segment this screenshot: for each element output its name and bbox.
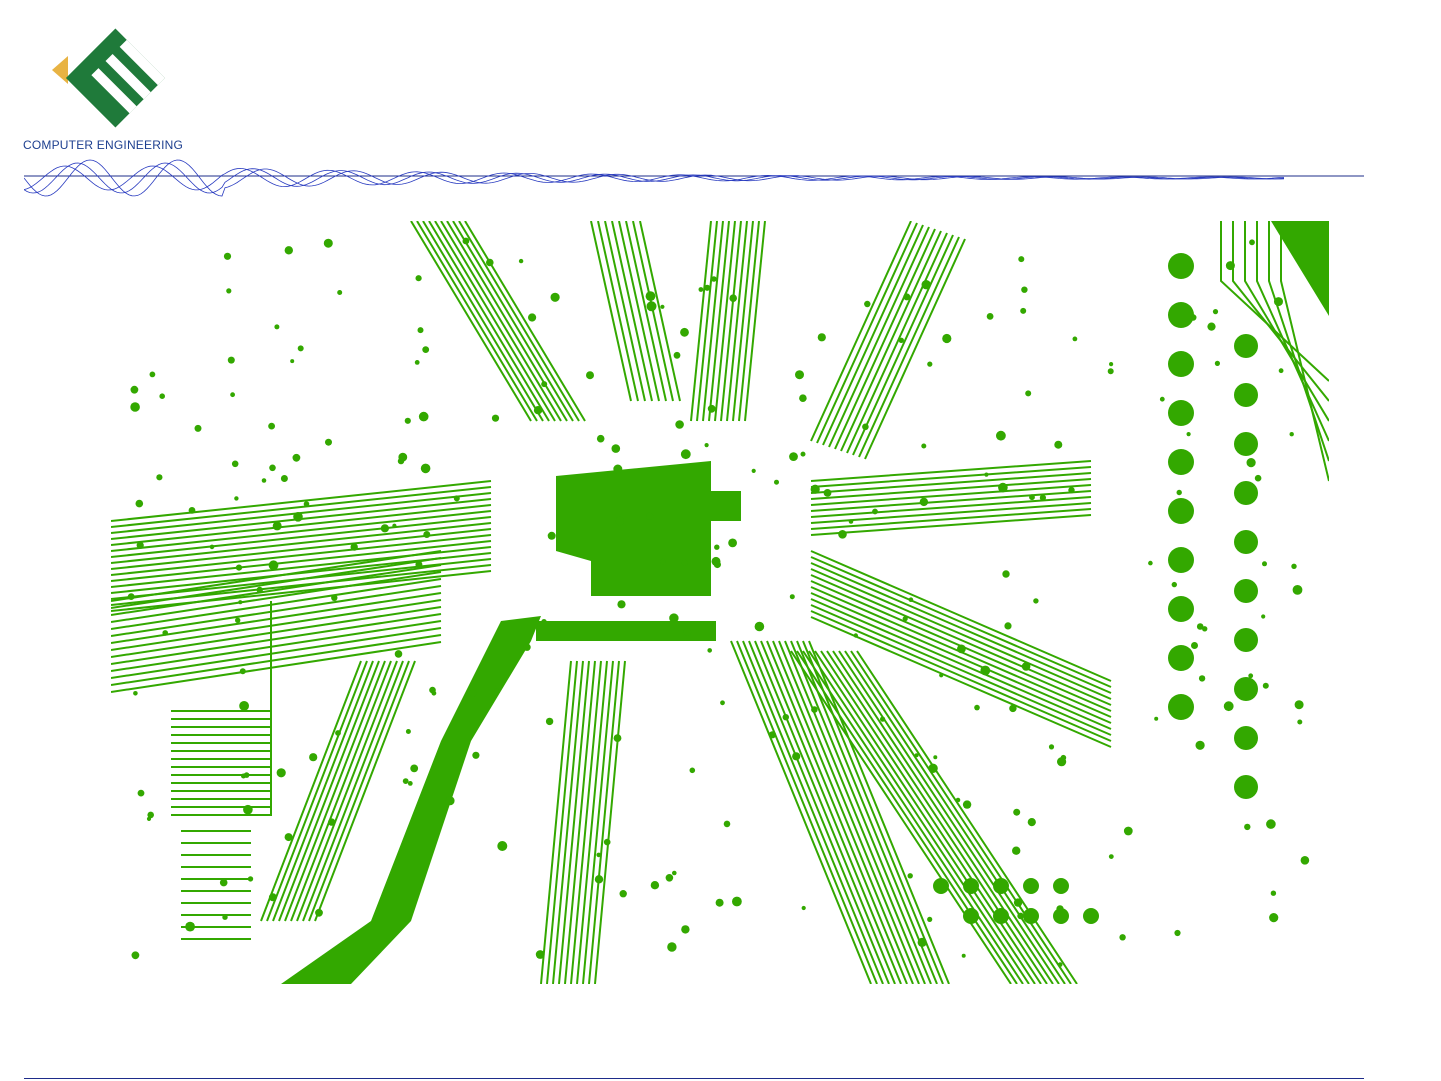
- header-wave-decoration: [24, 150, 1364, 210]
- bottom-rule: [24, 1078, 1364, 1079]
- logo: [20, 20, 200, 155]
- pcb-circuit-illustration: [111, 221, 1329, 984]
- ce-logo-mark-icon: [20, 20, 200, 140]
